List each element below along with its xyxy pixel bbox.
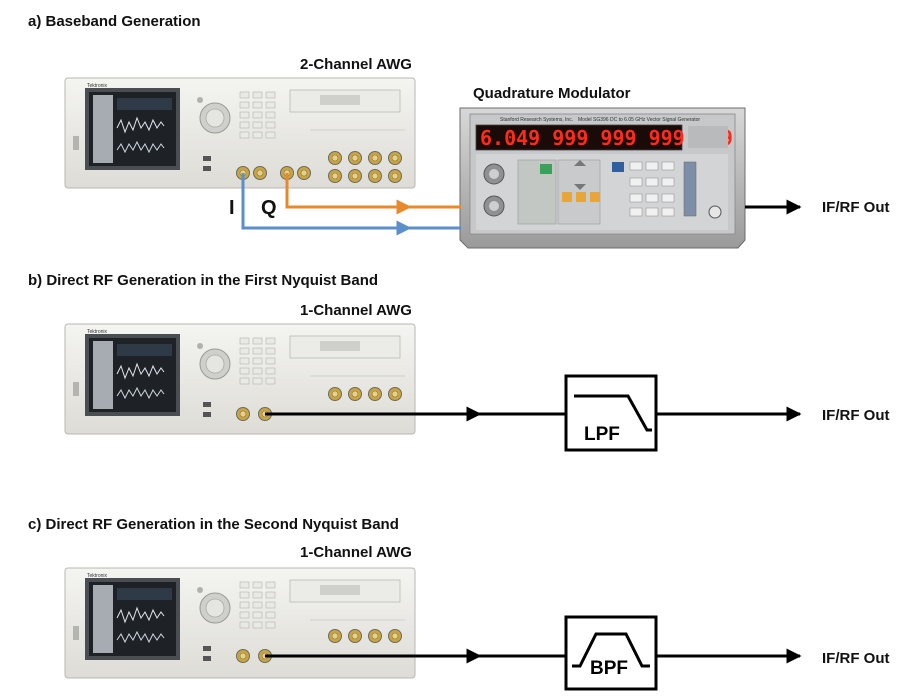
awg-c-port-marker2	[348, 629, 362, 643]
q-label: Q	[261, 197, 277, 219]
awg-1-channel-b: Tektronix	[64, 323, 416, 435]
modulator-description: DC to 6.05 GHz Vector Signal Generator	[610, 117, 700, 123]
awg-b-port-marker2	[348, 387, 362, 401]
awg-b-port-marker4	[388, 387, 402, 401]
bpf-response-icon	[572, 632, 650, 668]
section-b-awg-label: 1-Channel AWG	[300, 302, 412, 319]
bpf-label: BPF	[590, 658, 628, 679]
awg-c-port-marker4	[388, 629, 402, 643]
lpf-response-icon	[574, 394, 652, 432]
quadrature-modulator: Stanford Research Systems, Inc. Model SG…	[459, 107, 746, 249]
awg-a-port-marker2	[348, 151, 362, 165]
awg-c-port-marker1	[328, 629, 342, 643]
awg-c-port-out	[236, 649, 250, 663]
awg-c-port-marker3	[368, 629, 382, 643]
modulator-model: Model SG396	[578, 117, 609, 123]
lpf-filter-block: LPF	[564, 374, 658, 452]
modulator-brand: Stanford Research Systems, Inc.	[500, 117, 573, 123]
awg-a-port-marker3	[368, 151, 382, 165]
section-b-output-label: IF/RF Out	[822, 407, 890, 424]
lpf-label: LPF	[584, 424, 620, 445]
awg-2-channel: Tektronix	[64, 77, 416, 189]
awg-a-port-marker7	[368, 169, 382, 183]
awg-brand-b: Tektronix	[87, 329, 108, 335]
bpf-filter-block: BPF	[564, 615, 658, 691]
section-c-output-label: IF/RF Out	[822, 650, 890, 667]
awg-b-port-marker1	[328, 387, 342, 401]
awg-a-port-marker8	[388, 169, 402, 183]
section-a-output-label: IF/RF Out	[822, 199, 890, 216]
section-a-awg-label: 2-Channel AWG	[300, 56, 412, 73]
awg-a-port-marker4	[388, 151, 402, 165]
modulator-label: Quadrature Modulator	[473, 85, 631, 102]
awg-brand-c: Tektronix	[87, 573, 108, 579]
awg-b-port-out	[236, 407, 250, 421]
section-c-title: c) Direct RF Generation in the Second Ny…	[28, 516, 399, 533]
section-a-title: a) Baseband Generation	[28, 13, 201, 30]
awg-a-port-qb	[297, 166, 311, 180]
i-label: I	[229, 197, 235, 219]
awg-a-port-marker1	[328, 151, 342, 165]
section-b-title: b) Direct RF Generation in the First Nyq…	[28, 272, 378, 289]
awg-a-port-marker6	[348, 169, 362, 183]
section-c-awg-label: 1-Channel AWG	[300, 544, 412, 561]
i-signal-line	[241, 173, 461, 230]
awg-a-port-ib	[253, 166, 267, 180]
awg-a-port-marker5	[328, 169, 342, 183]
awg-1-channel-c: Tektronix	[64, 567, 416, 679]
awg-b-port-marker3	[368, 387, 382, 401]
awg-brand-a: Tektronix	[87, 83, 108, 89]
